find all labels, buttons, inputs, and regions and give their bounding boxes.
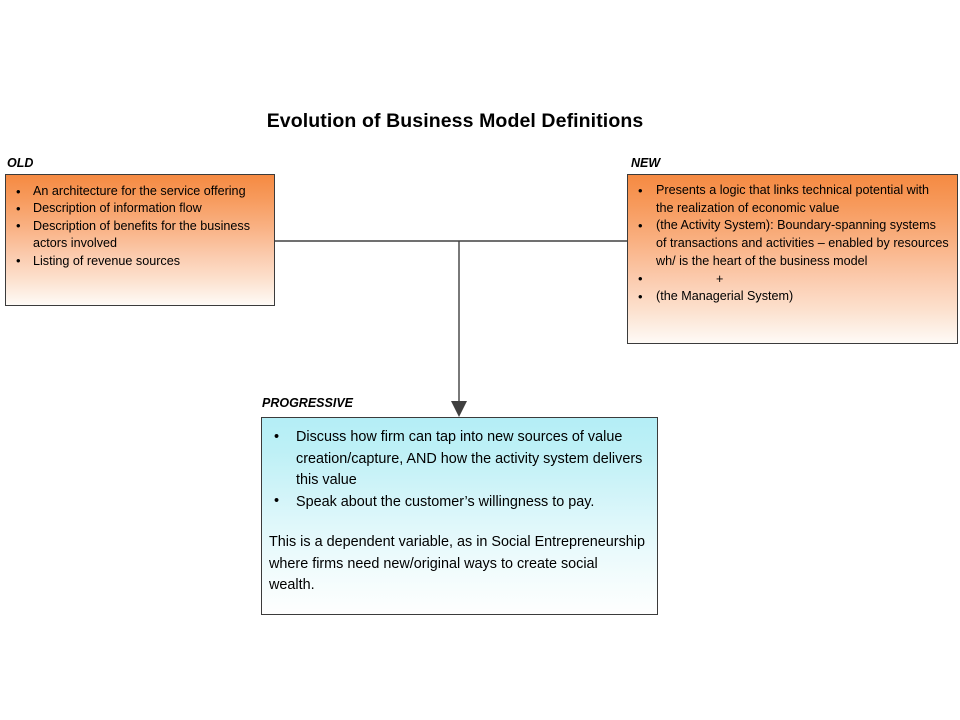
group-label-progressive: PROGRESSIVE <box>262 396 353 410</box>
group-label-old: OLD <box>7 156 34 170</box>
list-item: (the Activity System): Boundary-spanning… <box>628 217 957 270</box>
old-bullet-list: An architecture for the service offering… <box>6 182 274 270</box>
list-item: Discuss how firm can tap into new source… <box>262 427 657 492</box>
list-item: (the Managerial System) <box>628 288 957 306</box>
list-item-plus: + <box>628 270 957 289</box>
arrowhead-icon <box>451 401 467 417</box>
new-bullet-list: Presents a logic that links technical po… <box>628 181 957 306</box>
list-item: Speak about the customer’s willingness t… <box>262 491 657 514</box>
progressive-definitions-box: Discuss how firm can tap into new source… <box>261 417 658 615</box>
list-item: An architecture for the service offering <box>6 182 274 200</box>
list-item: Description of benefits for the business… <box>6 217 274 253</box>
old-definitions-box: An architecture for the service offering… <box>5 174 275 306</box>
page-title: Evolution of Business Model Definitions <box>266 110 644 132</box>
group-label-new: NEW <box>631 156 661 170</box>
progressive-paragraph: This is a dependent variable, as in Soci… <box>269 534 645 593</box>
list-item: Description of information flow <box>6 200 274 218</box>
new-definitions-box: Presents a logic that links technical po… <box>627 174 958 344</box>
progressive-bullet-list: Discuss how firm can tap into new source… <box>262 427 657 513</box>
list-item: Presents a logic that links technical po… <box>628 181 957 217</box>
list-item: Listing of revenue sources <box>6 252 274 270</box>
plus-symbol: + <box>716 271 724 286</box>
